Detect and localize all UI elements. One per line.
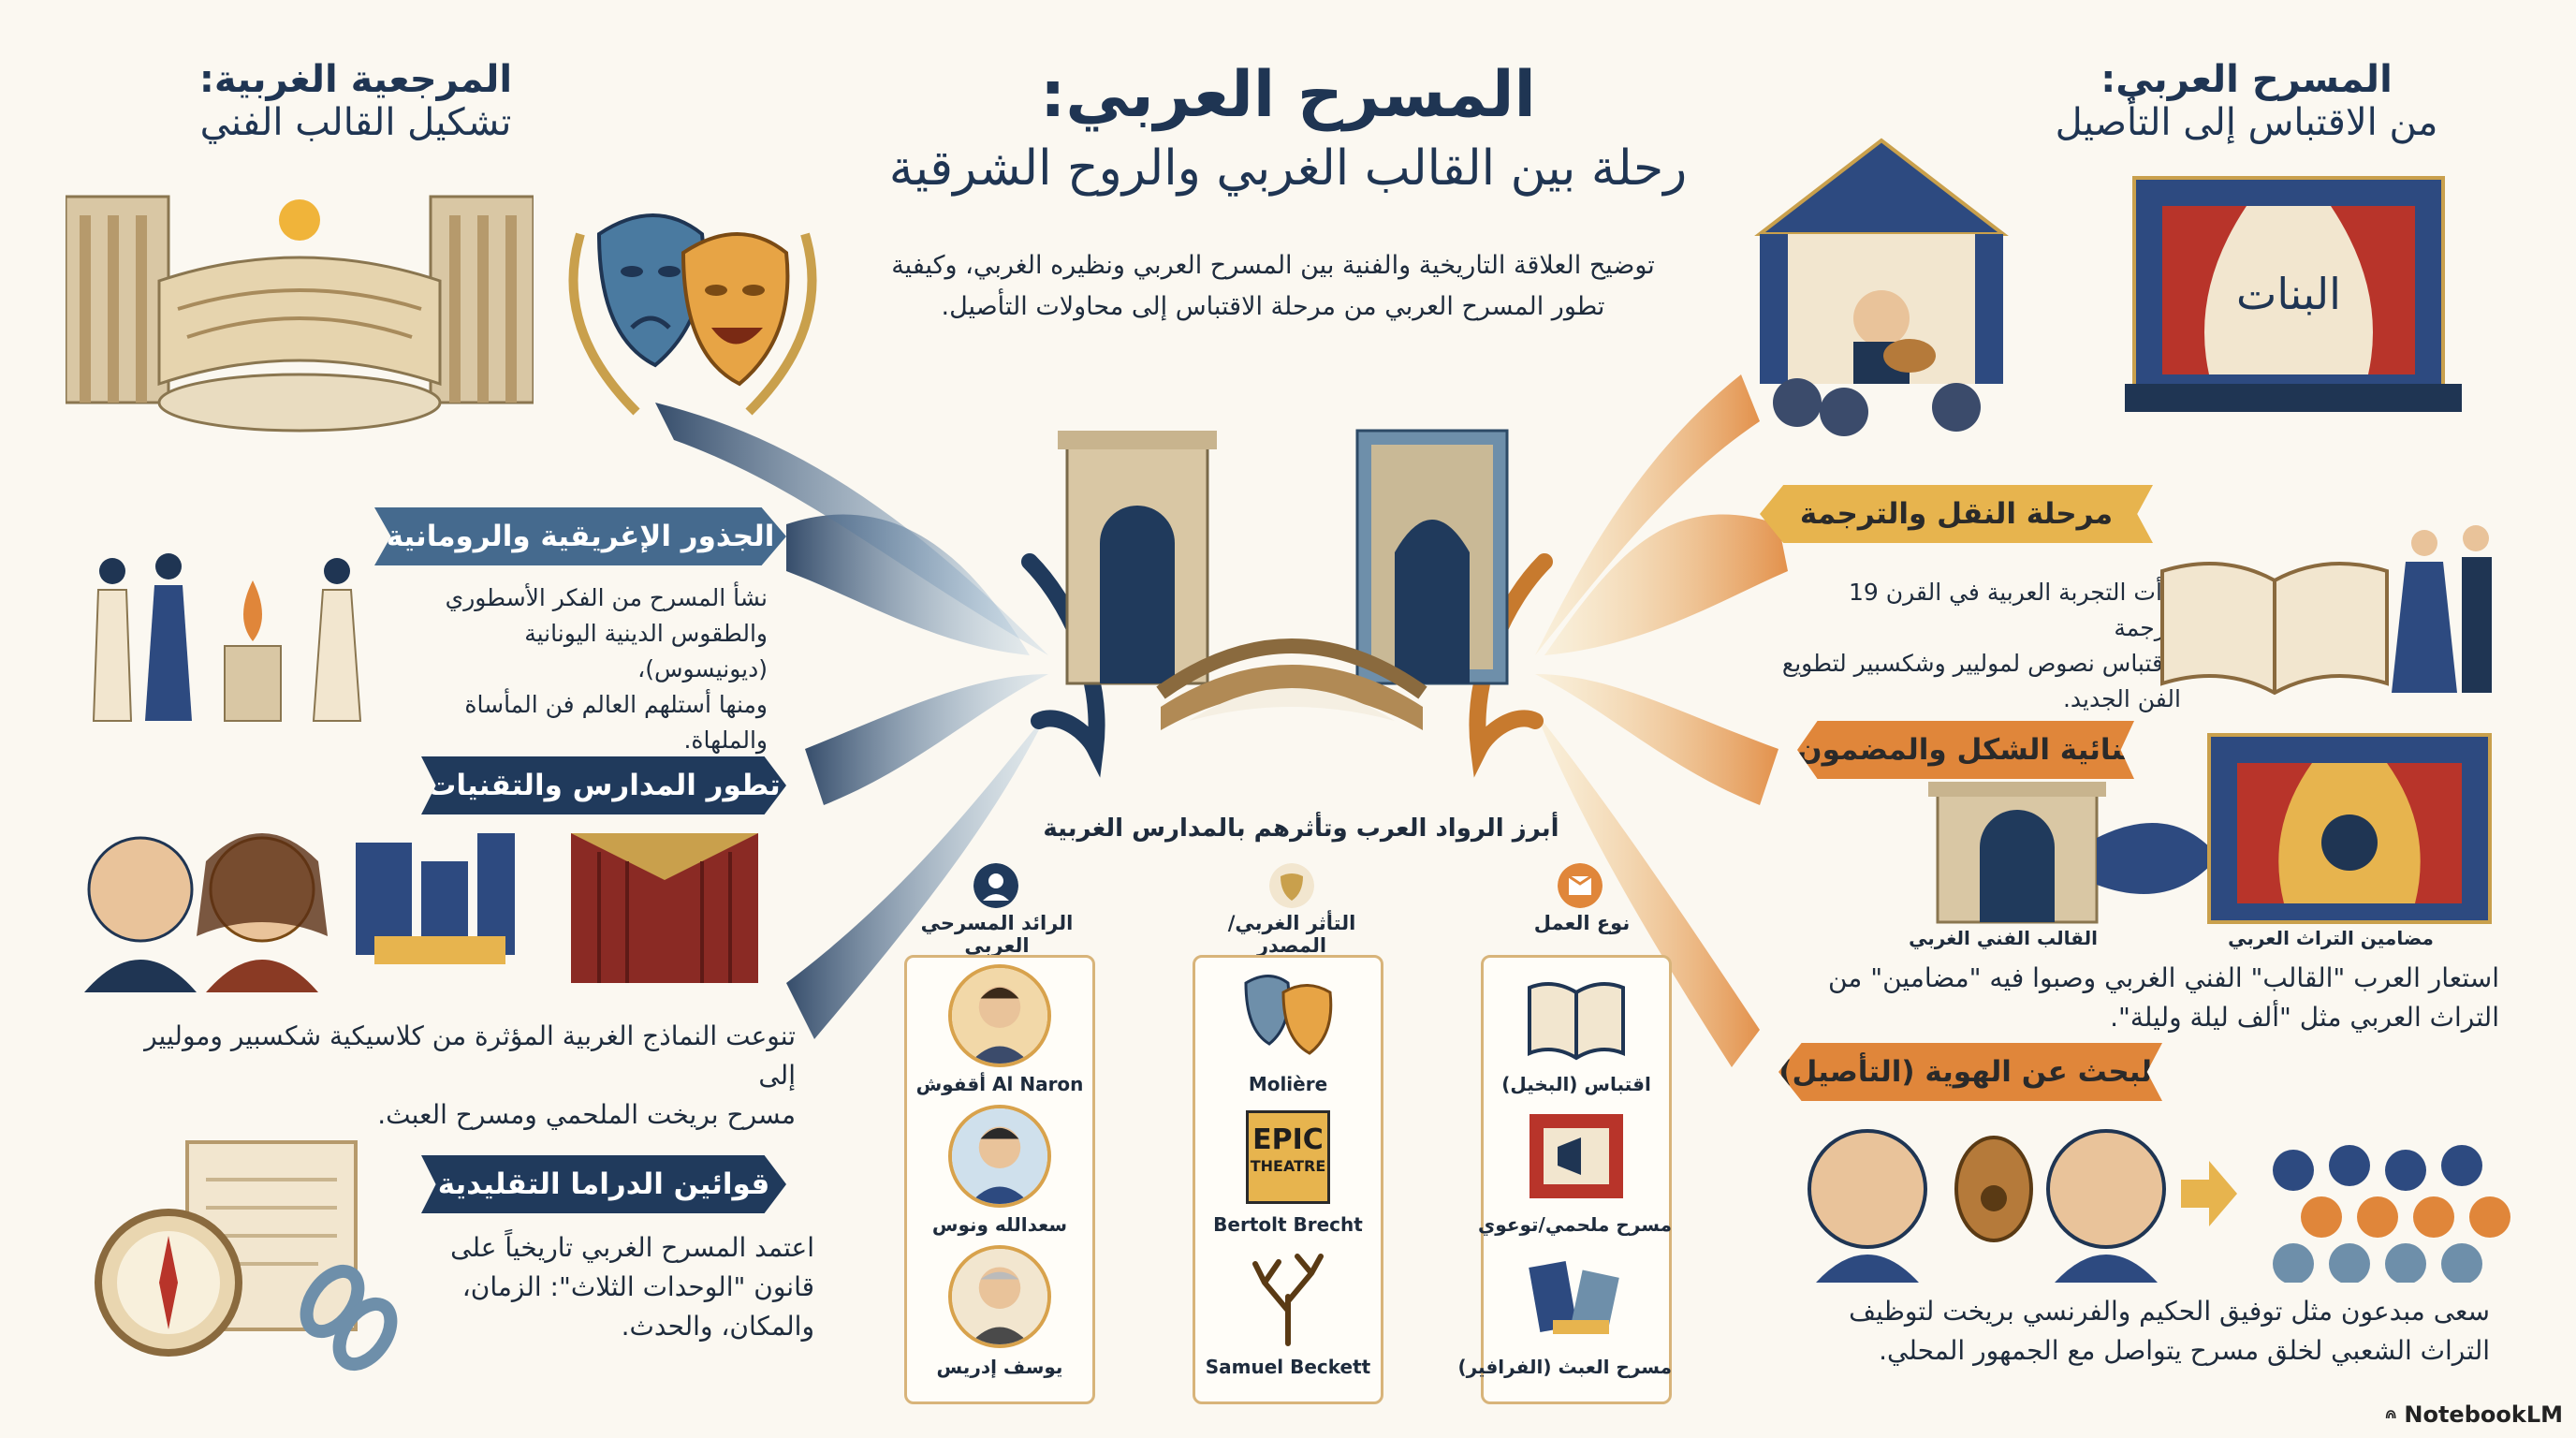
column-header-influence: التأثر الغربي/ المصدر [1227, 912, 1356, 957]
epic-theatre-badge: EPIC THEATRE [1246, 1110, 1330, 1204]
text-line: بدأت التجربة العربية في القرن 19 بترجمة [1849, 579, 2181, 641]
text-line: سعى مبدعون مثل توفيق الحكيم والفرنسي بري… [1849, 1296, 2490, 1327]
text-line: والطقوس الدينية اليونانية (ديونيسوس)، [524, 620, 768, 682]
epic-badge-text: THEATRE [1250, 1157, 1326, 1175]
text-line: قانون "الوحدات الثلاث": الزمان، [461, 1271, 814, 1302]
epic-badge-text: EPIC [1252, 1123, 1324, 1156]
pioneer-portrait [948, 964, 1051, 1067]
right-corner-heading: المسرح العربي: من الاقتباس إلى التأصيل [2012, 58, 2481, 144]
compass-scroll-illustration [95, 1140, 398, 1372]
text-line: التراث العربي مثل "ألف ليلة وليلة". [2110, 1002, 2499, 1033]
main-title: المسرح العربي: [1040, 58, 1536, 132]
influence-name: Molière [1248, 1073, 1328, 1095]
text-line: مسرح بريخت الملحمي ومسرح العبث. [377, 1099, 796, 1130]
open-book-icon [1528, 982, 1625, 1061]
column-header-work-type: نوع العمل [1533, 912, 1631, 934]
form-content-illustration [1928, 733, 2492, 924]
left-corner-title: المرجعية الغربية: [198, 58, 513, 101]
intro-text: توضيح العلاقة التاريخية والفنية بين المس… [871, 245, 1676, 328]
text-line: اعتمد المسرح الغربي تاريخياً على [450, 1232, 814, 1263]
text-line: تنوعت النماذج الغربية المؤثرة من كلاسيكي… [144, 1020, 796, 1091]
text-line: نشأ المسرح من الفكر الأسطوري [445, 584, 768, 611]
text-line: ومنها أستلهم العالم فن المأساة والملهاة. [464, 691, 768, 754]
section-text-form-content: استعار العرب "القالب" الفني الغربي وصبوا… [1760, 959, 2499, 1037]
section-text-translation: بدأت التجربة العربية في القرن 19 بترجمة … [1778, 575, 2181, 717]
intro-line: تطور المسرح العربي من مرحلة الاقتباس إلى… [941, 292, 1605, 321]
work-type-name: مسرح ملحمي/توعوي [1477, 1213, 1672, 1236]
theatre-masks-icon [568, 213, 817, 416]
pioneers-title: أبرز الرواد العرب وتأثرهم بالمدارس الغرب… [1043, 814, 1559, 843]
bare-tree-icon [1252, 1254, 1324, 1346]
right-corner-subtitle: من الاقتباس إلى التأصيل [2055, 101, 2438, 144]
section-text-greek-roots: نشأ المسرح من الفكر الأسطوري والطقوس الد… [431, 580, 768, 758]
section-text-identity: سعى مبدعون مثل توفيق الحكيم والفرنسي بري… [1778, 1292, 2490, 1371]
book-and-figures-illustration [2160, 525, 2492, 696]
influence-name: Samuel Beckett [1205, 1356, 1371, 1378]
section-banner-schools: تطور المدارس والتقنيات [421, 756, 786, 814]
notebooklm-icon [2385, 1410, 2396, 1418]
greek-amphitheater-illustration [66, 192, 534, 433]
work-type-icon [1558, 863, 1603, 908]
section-text-schools: تنوعت النماذج الغربية المؤثرة من كلاسيكي… [122, 1017, 796, 1135]
work-type-name: اقتباس (البخيل) [1501, 1073, 1651, 1095]
text-line: واقتباس نصوص لموليير وشكسبير لتطويع [1781, 650, 2181, 677]
section-banner-translation: مرحلة النقل والترجمة [1760, 485, 2153, 543]
section-banner-greek-roots: الجذور الإغريقية والرومانية [374, 507, 786, 565]
text-line: الفن الجديد. [2062, 685, 2181, 712]
column-header-pioneer: الرائد المسرحي العربي [920, 912, 1074, 957]
left-corner-subtitle: تشكيل القالب الفني [199, 101, 512, 144]
arab-theatre-stage-illustration: البنات [1754, 138, 2462, 436]
caption-arab-content: مضامين التراث العربي [2228, 927, 2434, 949]
influence-icon [1269, 863, 1314, 908]
brand-name: NotebookLM [2404, 1401, 2563, 1428]
left-corner-heading: المرجعية الغربية: تشكيل القالب الفني [159, 58, 552, 144]
section-banner-identity: البحث عن الهوية (التأصيل) [1778, 1043, 2162, 1101]
main-subtitle: رحلة بين القالب الغربي والروح الشرقية [888, 140, 1688, 197]
stage-sign-text: البنات [2236, 269, 2341, 319]
stage-megaphone-icon [1530, 1114, 1623, 1198]
text-line: استعار العرب "القالب" الفني الغربي وصبوا… [1827, 962, 2499, 993]
arches-bridge-illustration [1058, 429, 1509, 730]
right-corner-title: المسرح العربي: [2100, 58, 2393, 101]
pioneer-portrait [948, 1105, 1051, 1208]
influence-name: Bertolt Brecht [1213, 1213, 1363, 1236]
section-banner-rules: قوائين الدراما التقليدية [421, 1155, 786, 1213]
western-schools-illustration [84, 833, 758, 992]
text-line: التراث الشعبي لخلق مسرح يتواصل مع الجمهو… [1879, 1335, 2490, 1366]
pioneer-name: يوسف إدريس [936, 1356, 1063, 1378]
caption-western-form: القالب الفني الغربي [1909, 927, 2098, 949]
brand-logo: NotebookLM [2385, 1401, 2563, 1429]
pioneer-portrait [948, 1245, 1051, 1348]
absurd-shapes-icon [1529, 1261, 1619, 1334]
text-line: والمكان، والحدث. [621, 1311, 814, 1342]
work-type-name: مسرح العبث (الفرافير) [1457, 1356, 1672, 1378]
pioneer-icon [973, 863, 1018, 908]
section-text-rules: اعتمد المسرح الغربي تاريخياً على قانون "… [412, 1228, 814, 1346]
theatre-masks-icon [1244, 975, 1333, 1055]
pioneer-name: Al Naron أقفوش [915, 1073, 1084, 1095]
pioneer-name: سعدالله ونوس [931, 1213, 1068, 1236]
greek-ritual-illustration [92, 553, 362, 722]
section-banner-form-content: ثنائية الشكل والمضمون [1797, 721, 2134, 779]
intro-line: توضيح العلاقة التاريخية والفنية بين المس… [891, 251, 1655, 280]
identity-illustration [1808, 1129, 2510, 1283]
